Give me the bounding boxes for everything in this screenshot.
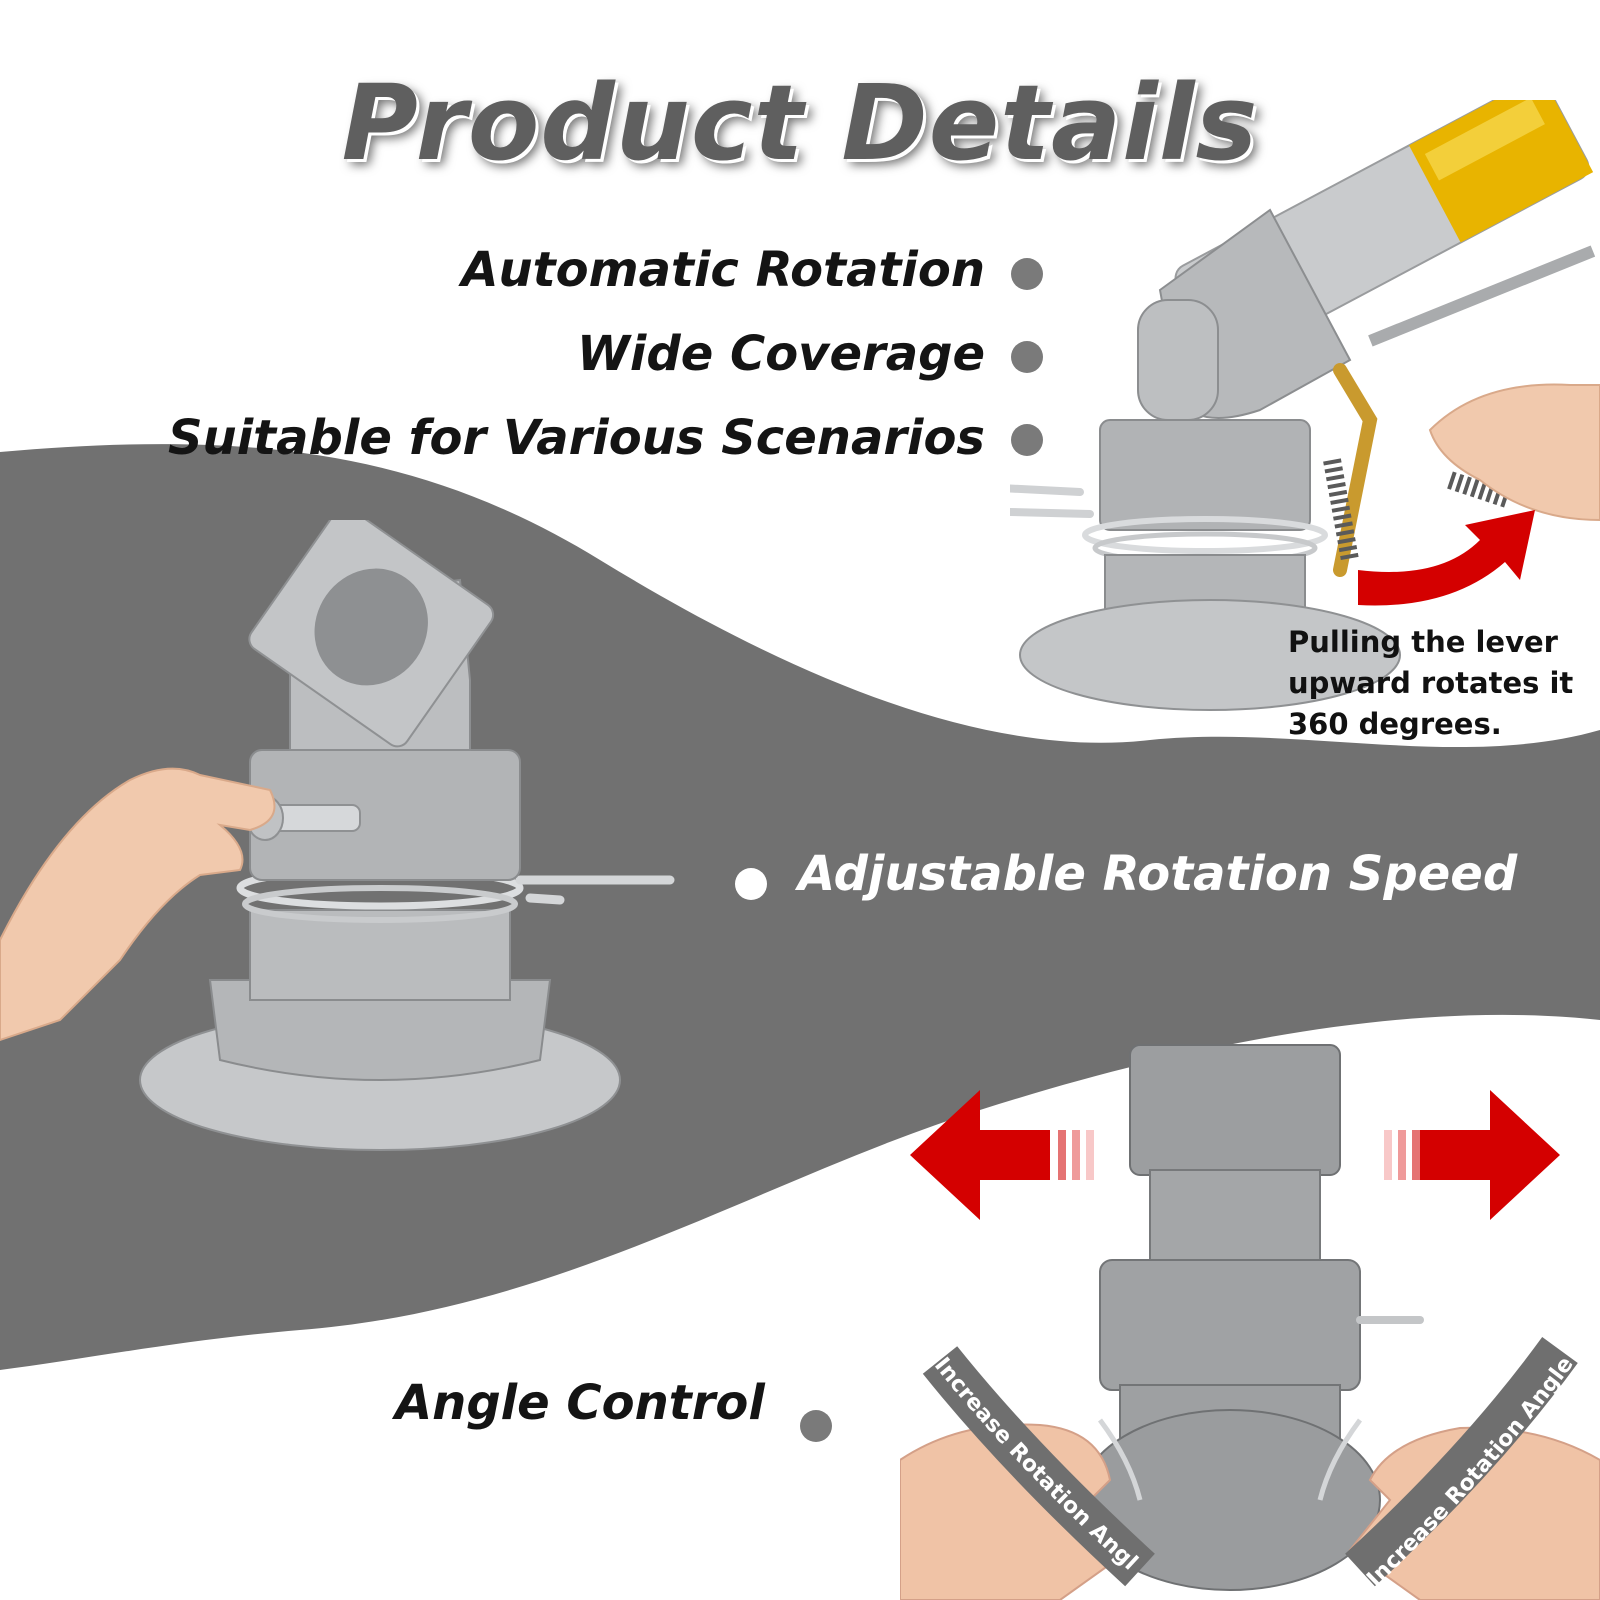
feature-automatic-rotation: Automatic Rotation xyxy=(461,242,985,298)
sprinkler-lever-photo xyxy=(1010,100,1600,711)
lever-callout: Pulling the lever upward rotates it 360 … xyxy=(1288,622,1588,745)
callout-line-2: upward rotates it xyxy=(1288,666,1574,700)
red-left-arrow-icon xyxy=(910,1090,1094,1220)
feature-wide-coverage: Wide Coverage xyxy=(576,326,985,382)
red-curved-arrow-icon xyxy=(1358,510,1535,606)
angle-control-photo: Increase Rotation Angle Increase Rotatio… xyxy=(900,1030,1600,1600)
feature-adjustable-speed: Adjustable Rotation Speed xyxy=(798,846,1518,902)
dot-bullet-icon xyxy=(1011,424,1043,456)
page-title: Product Details xyxy=(341,62,1259,184)
dot-bullet-icon xyxy=(1011,341,1043,373)
callout-line-3: 360 degrees. xyxy=(1288,707,1502,741)
dot-bullet-icon xyxy=(800,1410,832,1442)
callout-line-1: Pulling the lever xyxy=(1288,625,1558,659)
dot-bullet-icon xyxy=(1011,258,1043,290)
sprinkler-base-photo xyxy=(0,520,675,1151)
dot-bullet-icon xyxy=(735,868,767,900)
feature-various-scenarios: Suitable for Various Scenarios xyxy=(167,410,985,466)
feature-angle-control: Angle Control xyxy=(395,1375,765,1431)
red-right-arrow-icon xyxy=(1384,1090,1560,1220)
